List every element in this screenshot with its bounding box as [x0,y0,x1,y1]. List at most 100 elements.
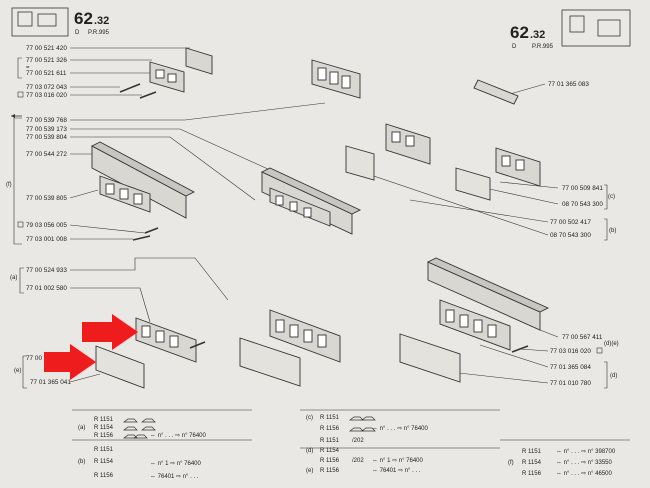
svg-text:77 03 016 020: 77 03 016 020 [550,348,591,355]
svg-text:P.R.995: P.R.995 [532,44,554,50]
svg-text:(a): (a) [78,425,85,431]
svg-text:77 00 521 420: 77 00 521 420 [26,45,67,52]
svg-text:⇔ 76401 ⇨ n° . . .: ⇔ 76401 ⇨ n° . . . [150,474,199,480]
svg-text:77 01 365 041: 77 01 365 041 [30,379,71,386]
svg-text:77 01 010 780: 77 01 010 780 [550,380,591,387]
box-icon [597,19,621,37]
page-decimal-right: .32 [530,29,545,41]
svg-text:R 1156: R 1156 [320,468,340,474]
svg-text:R 1156: R 1156 [522,471,542,477]
svg-text:77 01 365 084: 77 01 365 084 [550,364,591,371]
svg-text:79 03 056 005: 79 03 056 005 [26,222,67,229]
svg-text:R 1151: R 1151 [320,415,340,421]
svg-text:R 1151: R 1151 [320,438,340,444]
relay-socket [149,61,185,93]
leader-lines [69,47,559,384]
relay-icon [17,11,33,27]
svg-text:08 70 543 300: 08 70 543 300 [562,201,603,208]
svg-text:R 1151: R 1151 [94,417,114,423]
svg-text:77 03 072 043: 77 03 072 043 [26,84,67,91]
red-arrow-lower [44,344,96,380]
svg-text:(e): (e) [14,368,21,374]
sub-right: P.R.995 [88,30,110,36]
svg-text:77 00: 77 00 [26,355,42,362]
svg-text:77 00 521 326: 77 00 521 326 [26,57,67,64]
svg-text:R 1154: R 1154 [94,459,114,465]
svg-text:R 1154: R 1154 [320,448,340,454]
svg-text:77 00 539 173: 77 00 539 173 [26,126,67,133]
page-number-left: 62 [74,9,93,28]
svg-text:77 00 544 272: 77 00 544 272 [26,151,67,158]
header-right: 62 .32 D P.R.995 [510,9,631,50]
svg-text:77 03 016 020: 77 03 016 020 [26,92,67,99]
red-arrow-upper [82,314,138,350]
cover-center [239,337,301,387]
svg-text:R 1156: R 1156 [94,473,114,479]
svg-text:77 00 539 804: 77 00 539 804 [26,134,67,141]
right-part-numbers: 77 01 365 083 77 00 509 841 08 70 543 30… [548,81,619,389]
svg-text:R 1151: R 1151 [94,447,114,453]
svg-text:R 1156: R 1156 [94,433,114,439]
svg-text:⇔ n° . . . ⇨ n° 33550: ⇔ n° . . . ⇨ n° 33550 [556,460,613,466]
svg-text:(d): (d) [306,448,313,454]
svg-text:77 01 002 580: 77 01 002 580 [26,285,67,292]
cover-lower-right [399,333,461,383]
page-number-right: 62 [510,23,529,42]
svg-text:/202: /202 [352,438,364,444]
car-icons [122,416,376,439]
svg-text:(f): (f) [6,182,12,188]
svg-text:⇔ n° . . . ⇨ n° 76400: ⇔ n° . . . ⇨ n° 76400 [150,433,207,439]
svg-text:⇔ n° . . . ⇨ n° 398700: ⇔ n° . . . ⇨ n° 398700 [556,449,616,455]
cover-lower-left [95,345,145,389]
svg-text:(b): (b) [78,459,85,465]
svg-text:77 00 539 805: 77 00 539 805 [26,195,67,202]
applicability-table: R 1151 (a) R 1154 R 1156 ⇔ n° . . . ⇨ n°… [72,409,630,480]
svg-text:(c): (c) [306,415,313,421]
fuse-block-lower-left [135,317,197,363]
svg-text:(a): (a) [10,275,17,281]
relay-icon [569,15,585,33]
svg-text:77 00 567 411: 77 00 567 411 [562,334,603,341]
svg-text:08 70 543 300: 08 70 543 300 [550,232,591,239]
cover-upper [345,145,375,181]
svg-text:R 1154: R 1154 [522,460,542,466]
svg-text:(e): (e) [306,468,313,474]
svg-text:(d)(e): (d)(e) [604,341,619,347]
header-icon-box-right [561,9,631,47]
svg-text:77 01 365 083: 77 01 365 083 [548,81,589,88]
svg-text:R 1156: R 1156 [320,426,340,432]
header-left: 62 .32 D P.R.995 [11,7,110,37]
svg-text:=: = [26,65,30,71]
svg-text:77 00 502 417: 77 00 502 417 [550,219,591,226]
highlight-arrows [44,314,138,380]
mounting-plate [185,47,213,75]
svg-text:R 1151: R 1151 [522,449,542,455]
svg-text:77 03 001 008: 77 03 001 008 [26,236,67,243]
cover-right [455,167,491,201]
svg-text:⇔ n° 1 ⇨ n° 76400: ⇔ n° 1 ⇨ n° 76400 [150,461,202,467]
svg-text:R 1156: R 1156 [320,458,340,464]
svg-text:77 00 539 768: 77 00 539 768 [26,117,67,124]
svg-text:⇔ n° 1 ⇨ n° 76400: ⇔ n° 1 ⇨ n° 76400 [372,458,424,464]
svg-text:(c): (c) [608,194,615,200]
part-drawings [91,47,550,389]
svg-text:⇔ 76401 ⇨ n° . . .: ⇔ 76401 ⇨ n° . . . [372,468,421,474]
svg-text:(b): (b) [609,228,616,234]
svg-text:R 1154: R 1154 [94,425,114,431]
svg-text:77 00 524 933: 77 00 524 933 [26,267,67,274]
box-icon [37,13,57,27]
svg-text:(d): (d) [610,373,617,379]
svg-text:D: D [512,44,517,50]
fuse-holder-rod [473,79,519,105]
svg-text:77 00 521 611: 77 00 521 611 [26,70,67,77]
page-decimal-left: .32 [94,15,109,27]
svg-text:⇔ n° . . . ⇨ n° 76400: ⇔ n° . . . ⇨ n° 76400 [372,426,429,432]
svg-text:/202: /202 [352,458,364,464]
header-icon-box-left [11,7,69,37]
svg-text:⇔ n° . . . ⇨ n° 46500: ⇔ n° . . . ⇨ n° 46500 [556,471,613,477]
left-part-numbers: 77 00 521 420 77 00 521 326 = 77 00 521 … [6,45,71,389]
svg-text:77 00 509 841: 77 00 509 841 [562,185,603,192]
sub-left: D [75,30,80,36]
